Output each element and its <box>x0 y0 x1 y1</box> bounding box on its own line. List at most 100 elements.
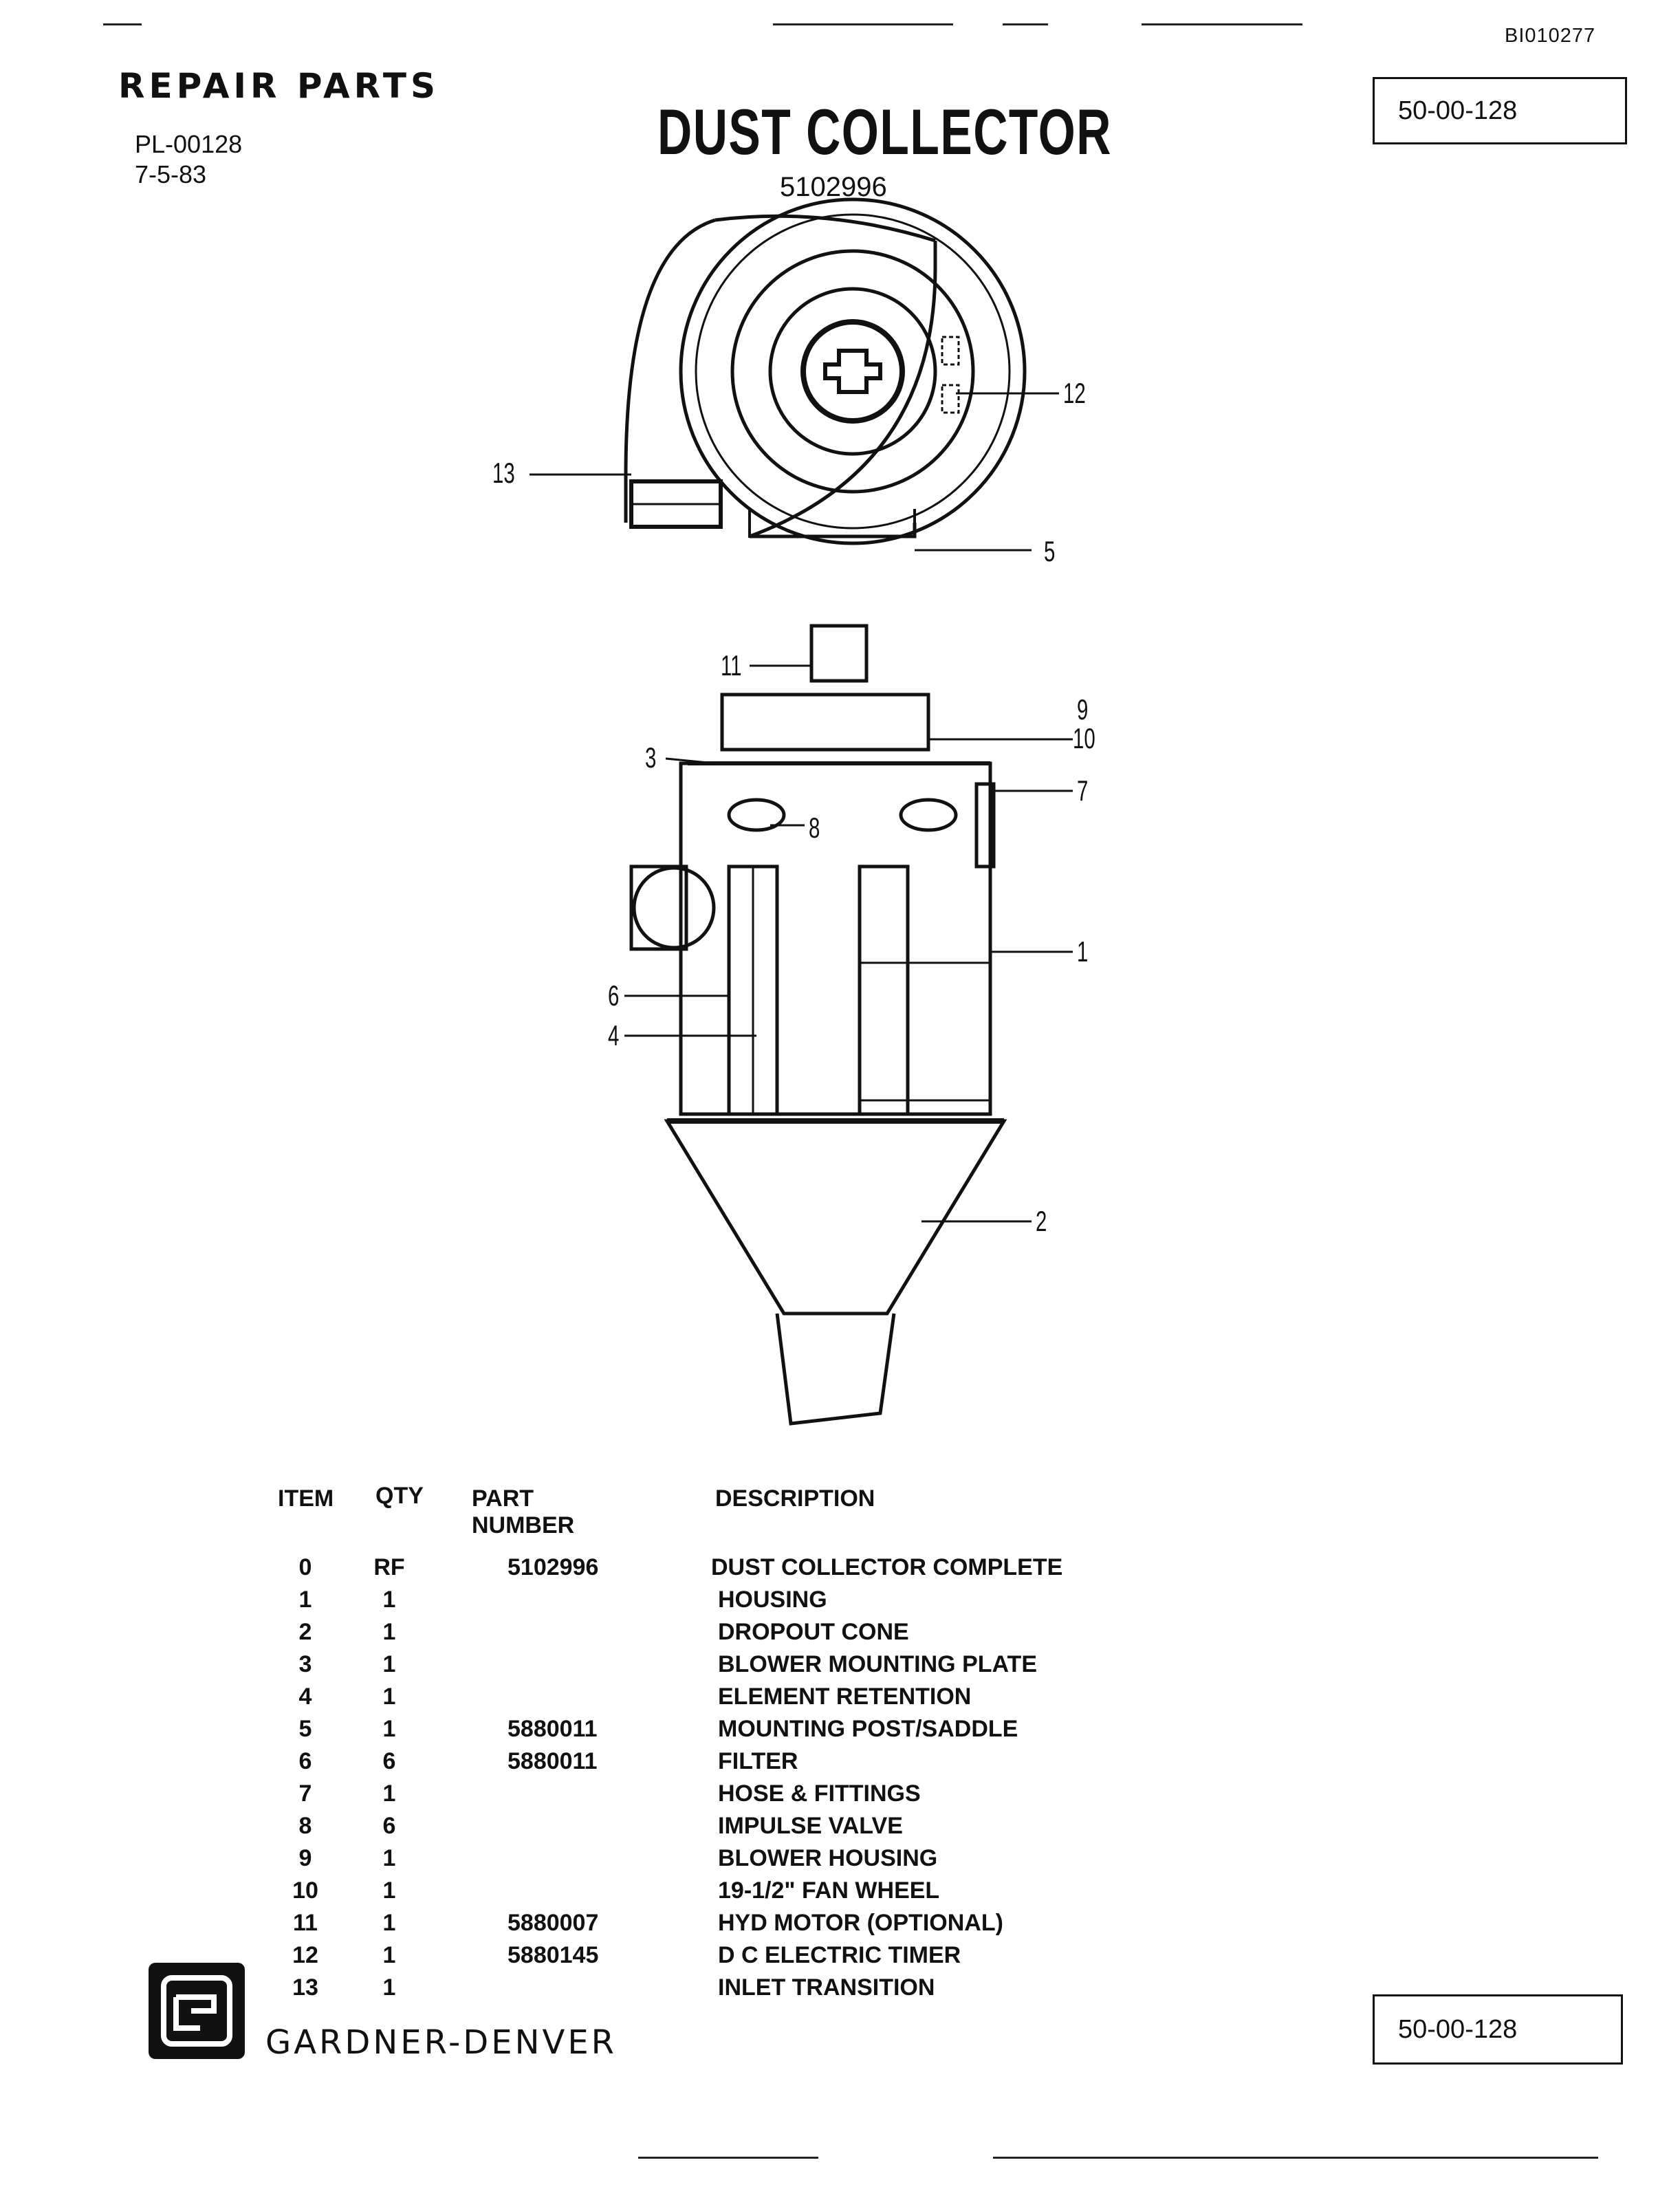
scroll-top <box>714 214 936 243</box>
callout-9: 9 <box>1077 693 1089 726</box>
cell-part: 5880011 <box>508 1748 598 1774</box>
logo-mark <box>161 1975 232 2047</box>
cell-item: 6 <box>298 1748 312 1774</box>
timer-box <box>941 336 960 366</box>
cell-item: 5 <box>298 1716 312 1742</box>
cell-qty: 6 <box>382 1813 396 1839</box>
cell-desc: HYD MOTOR (OPTIONAL) <box>718 1910 1003 1936</box>
parts-list-info: PL-00128 7-5-83 <box>135 129 242 190</box>
side-view-leaders <box>624 664 1073 1223</box>
cell-qty: 1 <box>382 1716 396 1742</box>
cell-item: 10 <box>292 1877 318 1904</box>
callout-12: 12 <box>1063 377 1086 409</box>
cell-desc: HOSE & FITTINGS <box>718 1780 921 1807</box>
cell-desc: FILTER <box>718 1748 798 1774</box>
page-ref: 50-00-128 <box>1398 2014 1518 2044</box>
hub-spline <box>823 349 882 394</box>
pl-date: 7-5-83 <box>135 160 207 188</box>
bottom-rule <box>638 2157 818 2159</box>
cell-item: 7 <box>298 1780 312 1807</box>
hose-fittings <box>974 782 996 869</box>
pl-number: PL-00128 <box>135 130 243 158</box>
side-view <box>629 624 1007 1426</box>
col-header-item: ITEM <box>278 1485 334 1512</box>
cell-item: 9 <box>298 1845 312 1871</box>
page-ref-box-bottom: 50-00-128 <box>1373 1994 1623 2065</box>
cell-part: 5880145 <box>508 1942 599 1968</box>
cell-item: 12 <box>292 1942 318 1968</box>
cell-item: 1 <box>298 1587 312 1613</box>
cell-desc: 19-1/2" FAN WHEEL <box>718 1877 940 1904</box>
cell-desc: BLOWER HOUSING <box>718 1845 938 1871</box>
cell-desc: D C ELECTRIC TIMER <box>718 1942 961 1968</box>
callout-8: 8 <box>809 812 820 844</box>
housing-ring <box>679 197 1027 545</box>
hyd-motor <box>809 624 869 683</box>
callout-1: 1 <box>1077 935 1089 968</box>
top-rule <box>103 23 142 25</box>
housing-ring-inner <box>695 213 1011 530</box>
timer-box <box>941 384 960 414</box>
cell-qty: 6 <box>382 1748 396 1774</box>
cell-item: 0 <box>298 1554 312 1580</box>
cell-desc: DROPOUT CONE <box>718 1619 909 1645</box>
fan-hub-ring <box>768 287 937 456</box>
callout-13: 13 <box>492 457 515 489</box>
cell-qty: 1 <box>382 1651 396 1677</box>
cell-desc: BLOWER MOUNTING PLATE <box>718 1651 1037 1677</box>
inlet-side <box>629 864 688 951</box>
cell-qty: 1 <box>382 1780 396 1807</box>
cell-item: 3 <box>298 1651 312 1677</box>
cell-qty: 1 <box>382 1619 396 1645</box>
inlet-circle <box>632 866 716 950</box>
callout-3: 3 <box>645 741 657 774</box>
filter-element <box>858 864 910 1116</box>
cell-item: 13 <box>292 1974 318 2001</box>
impulse-valve <box>727 798 786 832</box>
gardner-denver-logo-icon <box>149 1963 245 2059</box>
scroll-outer <box>624 218 716 523</box>
dropout-cone <box>664 1119 1007 1316</box>
cell-desc: IMPULSE VALVE <box>718 1813 903 1839</box>
collector-housing <box>679 761 992 1116</box>
cell-part: 5880011 <box>508 1716 598 1742</box>
model-number: 5102996 <box>780 172 887 202</box>
page-title: DUST COLLECTOR <box>657 96 1112 168</box>
page-ref: 50-00-128 <box>1398 96 1518 125</box>
mounting-saddle <box>748 509 916 538</box>
cell-qty: 1 <box>382 1587 396 1613</box>
fan-plate <box>730 249 975 494</box>
col-header-qty: QTY <box>375 1483 424 1509</box>
cell-qty: 1 <box>382 1942 396 1968</box>
callout-5: 5 <box>1044 535 1056 567</box>
cell-part: 5880007 <box>508 1910 599 1936</box>
blower-housing <box>720 693 930 752</box>
cell-qty: 1 <box>382 1684 396 1710</box>
cone-outlet <box>775 1313 896 1426</box>
callout-11: 11 <box>721 649 742 682</box>
document-id: BI010277 <box>1505 25 1596 47</box>
cell-desc: INLET TRANSITION <box>718 1974 935 2001</box>
cell-item: 4 <box>298 1684 312 1710</box>
cell-qty: 1 <box>382 1877 396 1904</box>
top-view <box>624 197 1027 545</box>
cell-qty: 1 <box>382 1845 396 1871</box>
cell-qty: 1 <box>382 1910 396 1936</box>
fan-hub <box>800 319 905 424</box>
top-rule <box>1003 23 1048 25</box>
callout-7: 7 <box>1077 774 1089 807</box>
col-header-description: DESCRIPTION <box>715 1485 875 1512</box>
brand-name: GARDNER-DENVER <box>265 2023 618 2062</box>
dust-collector-diagram <box>530 197 1073 1426</box>
cell-desc: ELEMENT RETENTION <box>718 1684 972 1710</box>
callout-10: 10 <box>1073 722 1095 754</box>
cell-qty: 1 <box>382 1974 396 2001</box>
cell-item: 11 <box>293 1910 318 1936</box>
cell-desc: DUST COLLECTOR COMPLETE <box>711 1554 1063 1580</box>
cell-item: 8 <box>298 1813 312 1839</box>
col-header-part-number: PART NUMBER <box>472 1485 575 1538</box>
cell-desc: MOUNTING POST/SADDLE <box>718 1716 1018 1742</box>
callout-4: 4 <box>608 1019 620 1052</box>
impulse-valve <box>899 798 958 832</box>
section-heading: REPAIR PARTS <box>118 66 440 106</box>
